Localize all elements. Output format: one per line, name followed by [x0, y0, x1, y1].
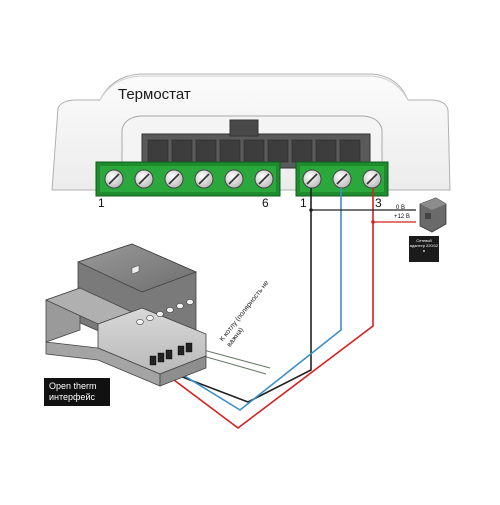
wire-boiler-b [195, 353, 267, 375]
terminal-screw-icon [164, 169, 184, 189]
terminal-screws [104, 169, 382, 189]
wire-black [163, 188, 312, 403]
terminal-screw-icon [224, 169, 244, 189]
power-adapter [419, 197, 447, 233]
terminal-right-first-label: 1 [300, 196, 307, 210]
terminal-left-last-label: 6 [262, 196, 269, 210]
thermostat-title: Термостат [118, 86, 191, 103]
module-screw-icon [156, 311, 164, 317]
power-zero-label: 0 В [396, 205, 406, 211]
power-plus-label: +12 В [394, 214, 410, 220]
terminal-screw-icon [134, 169, 154, 189]
wire-boiler-a [195, 347, 271, 369]
interface-label: Open therm интерфейс [44, 378, 110, 406]
terminal-right-last-label: 3 [375, 196, 382, 210]
terminal-block-left [95, 161, 281, 197]
module-terminal-screws [136, 299, 194, 325]
wire-red [157, 188, 374, 429]
terminal-screw-icon [254, 169, 274, 189]
module-screw-icon [136, 319, 144, 325]
module-screw-icon [176, 303, 184, 309]
terminal-screw-icon [194, 169, 214, 189]
module-screw-icon [186, 299, 194, 305]
opentherm-module [44, 243, 207, 387]
terminal-screw-icon [332, 169, 352, 189]
terminal-screw-icon [302, 169, 322, 189]
terminal-screw-icon [362, 169, 382, 189]
module-screw-icon [166, 307, 174, 313]
terminal-screw-icon [104, 169, 124, 189]
wires [157, 188, 416, 429]
module-screw-icon [146, 315, 154, 321]
adapter-label: Сетевой адаптер 220/12 в [409, 236, 439, 262]
terminal-left-first-label: 1 [98, 196, 105, 210]
thermostat-connector [141, 119, 371, 169]
wire-blue [161, 188, 342, 411]
